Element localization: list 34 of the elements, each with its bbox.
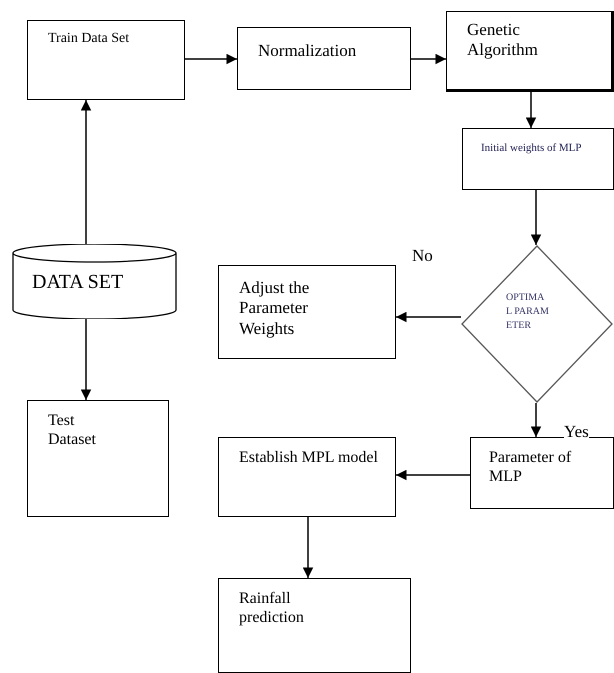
process-box: [218, 578, 411, 673]
node-label: Normalization: [258, 41, 358, 62]
database-cylinder: [12, 244, 177, 319]
edge-label: No: [412, 247, 433, 264]
node-label: Train Data Set: [48, 31, 130, 48]
arrow: [80, 319, 92, 400]
process-box: [237, 27, 411, 90]
arrow: [396, 312, 461, 322]
process-box: [27, 20, 185, 100]
process-box: [470, 437, 614, 509]
arrow: [396, 470, 470, 480]
arrow: [185, 54, 237, 64]
process-box: [27, 400, 169, 517]
arrow: [530, 403, 542, 437]
node-label: Adjust the Parameter Weights: [239, 278, 310, 340]
node-label: Rainfall prediction: [239, 589, 305, 628]
node-label: Parameter of MLP: [489, 448, 572, 486]
process-box: [218, 437, 396, 517]
node-label: Initial weights of MLP: [481, 142, 583, 156]
node-label: Test Dataset: [48, 411, 97, 450]
arrow: [411, 54, 446, 64]
node-label: Establish MPL model: [239, 448, 379, 468]
decision-diamond: [461, 245, 613, 403]
node-label: DATA SET: [32, 270, 124, 294]
process-box: [462, 128, 614, 190]
edge-label: Yes: [564, 423, 589, 440]
arrow: [526, 92, 536, 128]
arrow: [530, 190, 542, 245]
arrow: [302, 517, 314, 578]
process-box: [446, 11, 614, 92]
process-box: [218, 265, 396, 359]
arrow: [80, 100, 92, 244]
decision-label: OPTIMA L PARAM ETER: [506, 291, 550, 333]
node-label: Genetic Algorithm: [467, 20, 539, 61]
